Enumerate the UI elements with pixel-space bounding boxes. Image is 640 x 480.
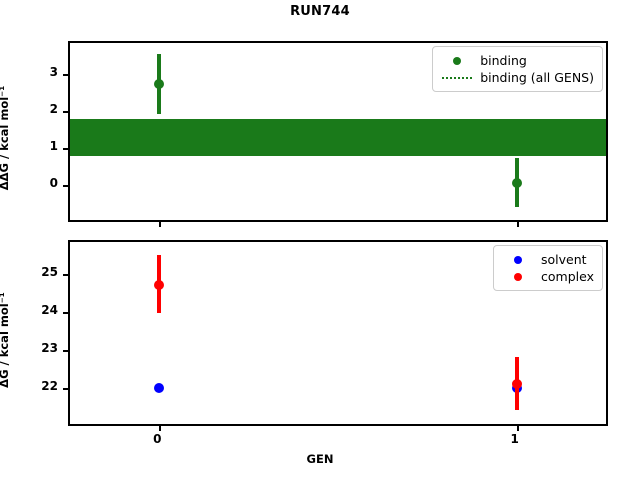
x-axis-tick [159, 220, 162, 227]
legend-dg[interactable]: solvent complex [493, 245, 603, 291]
legend-dotted-line-icon [440, 76, 474, 79]
legend-item-binding-all-gens[interactable]: binding (all GENS) [440, 69, 594, 86]
legend-item-solvent[interactable]: solvent [501, 251, 594, 268]
y-axis-tick [63, 74, 70, 77]
legend-label-solvent: solvent [541, 252, 587, 267]
legend-marker-dot-icon [440, 56, 474, 65]
legend-label-binding: binding [480, 53, 527, 68]
legend-ddg[interactable]: binding binding (all GENS) [432, 46, 603, 92]
plot-area-dg [70, 242, 606, 424]
y-axis-tick-label: 1 [49, 139, 58, 154]
y-axis-tick [63, 350, 70, 353]
y-axis-tick-label: 2 [49, 102, 58, 117]
y-axis-title-ddg: ΔΔG / kcal mol⁻¹ [0, 85, 11, 191]
plot-panel-ddg: binding binding (all GENS) [63, 41, 608, 227]
y-axis-tick-label: 22 [41, 378, 58, 393]
y-axis-title-dg: ΔG / kcal mol⁻¹ [0, 292, 11, 388]
legend-marker-dot-icon [501, 272, 535, 281]
data-point-solvent[interactable] [154, 382, 165, 393]
legend-marker-dot-icon [501, 255, 535, 264]
x-axis-tick [516, 220, 519, 227]
y-axis-tick [63, 387, 70, 390]
figure-title: RUN744 [290, 4, 350, 19]
reference-band-all-gens [70, 118, 606, 157]
x-axis-tick-label: 0 [153, 432, 162, 446]
y-axis-tick-label: 24 [41, 303, 58, 318]
legend-item-binding[interactable]: binding [440, 52, 594, 69]
data-point-binding[interactable] [154, 79, 165, 90]
y-axis-tick-label: 3 [49, 65, 58, 80]
legend-label-complex: complex [541, 269, 594, 284]
legend-item-complex[interactable]: complex [501, 268, 594, 285]
x-axis-tick [159, 424, 162, 431]
plot-area-ddg [70, 43, 606, 220]
data-point-binding[interactable] [511, 178, 522, 189]
y-axis-tick-label: 25 [41, 265, 58, 280]
y-axis-tick-label: 0 [49, 175, 58, 190]
x-axis-tick-label: 1 [510, 432, 519, 446]
legend-label-binding-all-gens: binding (all GENS) [480, 70, 594, 85]
y-axis-tick [63, 312, 70, 315]
x-axis-tick [516, 424, 519, 431]
y-axis-tick [63, 184, 70, 187]
data-point-complex[interactable] [511, 378, 522, 389]
x-axis-title: GEN [306, 452, 334, 466]
plot-panel-dg: solvent complex [63, 240, 608, 431]
y-axis-tick [63, 274, 70, 277]
data-point-complex[interactable] [154, 280, 165, 291]
y-axis-tick-label: 23 [41, 341, 58, 356]
y-axis-tick [63, 148, 70, 151]
y-axis-tick [63, 111, 70, 114]
